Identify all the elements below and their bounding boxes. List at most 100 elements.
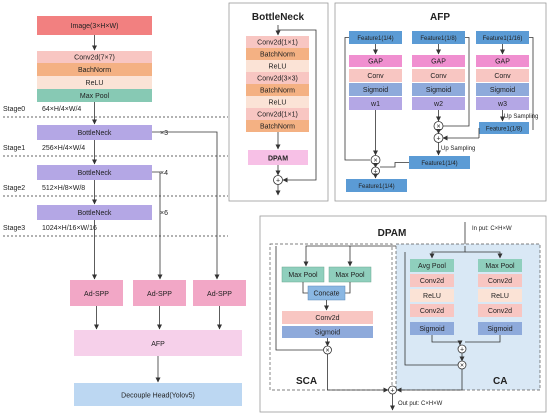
- afp-sigmoid-1: [349, 83, 402, 96]
- afp-feature-1-4-mid: [409, 156, 470, 169]
- afp-sigmoid-2: [412, 83, 465, 96]
- relu-block: [37, 76, 152, 89]
- dpam-input-label: In put: C×H×W: [472, 226, 512, 232]
- ca-avgpool: [410, 259, 454, 272]
- bn-layer-7-label: Conv2d(1×1): [257, 112, 298, 119]
- sca-label: SCA: [296, 376, 317, 387]
- bottleneck-block-1-label: BottleNeck: [78, 130, 112, 137]
- stage3-label: Stage3: [3, 225, 25, 232]
- bn-layer-1-label: Conv2d(1×1): [257, 40, 298, 47]
- afp-w2-label: w2: [433, 101, 443, 108]
- bn-dpam-label: DPAM: [268, 156, 288, 163]
- ca-right-relu: [478, 289, 522, 302]
- bn-layer-2: [246, 48, 309, 60]
- ca-avgpool-label: Avg Pool: [418, 263, 446, 270]
- bottleneck-block-2-label: BottleNeck: [78, 170, 112, 177]
- afp-gap-1: [349, 55, 402, 67]
- bn-add-symbol: +: [276, 178, 280, 185]
- ca-right-sigmoid-label: Sigmoid: [487, 326, 512, 333]
- bottleneck-block-3: [37, 205, 152, 220]
- afp-feature-1-4-out-label: Feature1(1/4): [358, 184, 394, 190]
- bn-layer-3: [246, 60, 309, 72]
- afp-panel: AFP Feature1(1/4) GAP Conv Sigmoid w1 Fe…: [334, 2, 547, 202]
- bottleneck-panel: BottleNeck Conv2d(1×1) BatchNorm ReLU Co…: [228, 2, 329, 202]
- stage2-dims: 512×H/8×W/8: [42, 185, 85, 192]
- ca-left-sigmoid-label: Sigmoid: [419, 326, 444, 333]
- afp-gap-1-label: GAP: [368, 59, 383, 66]
- afp-feature-1-8-up: [479, 122, 529, 134]
- dpam-panel: DPAM In put: C×H×W Max Pool Max Pool Con…: [259, 215, 547, 413]
- image-block: [37, 16, 152, 35]
- afp-conv-3-label: Conv: [494, 73, 511, 80]
- bn-layer-4-label: Conv2d(3×3): [257, 76, 298, 83]
- afp-title: AFP: [430, 12, 450, 23]
- afp-gap-3-label: GAP: [495, 59, 510, 66]
- bn-layer-3-label: ReLU: [269, 64, 287, 71]
- afp-conv-3: [476, 69, 529, 82]
- stage0-label: Stage0: [3, 106, 25, 113]
- afp-w1: [349, 97, 402, 110]
- sca-maxpool-a-label: Max Pool: [288, 272, 318, 279]
- bottleneck-block-2: [37, 165, 152, 180]
- ca-left-conv-a-label: Conv2d: [420, 278, 444, 285]
- sca-sigmoid-label: Sigmoid: [315, 330, 340, 337]
- adspp-block-1: [70, 280, 123, 306]
- bottleneck-block-1: [37, 125, 152, 140]
- decouple-head-label: Decouple Head(Yolov5): [121, 393, 195, 400]
- batchnorm-label: BachNorm: [78, 67, 111, 74]
- afp-w2: [412, 97, 465, 110]
- bn-layer-6: [246, 96, 309, 108]
- afp-conv-1: [349, 69, 402, 82]
- sca-panel: [269, 243, 393, 391]
- sca-mult-symbol: ×: [325, 348, 329, 355]
- bottleneck-block-1-mult: ×3: [160, 130, 168, 137]
- afp-w1-label: w1: [370, 101, 380, 108]
- sca-maxpool-b-label: Max Pool: [335, 272, 365, 279]
- bottleneck-block-3-label: BottleNeck: [78, 210, 112, 217]
- adspp-block-3: [193, 280, 246, 306]
- conv7-block: [37, 51, 152, 63]
- afp-upsampling-1: Up Sampling: [504, 114, 538, 120]
- bn-layer-1: [246, 36, 309, 48]
- bn-layer-8-label: BatchNorm: [260, 124, 295, 131]
- stage0-dims: 64×H/4×W/4: [42, 106, 81, 113]
- afp-w3-label: w3: [497, 101, 507, 108]
- afp-block-label: AFP: [151, 341, 165, 348]
- afp-block: [74, 330, 242, 356]
- afp-sigmoid-2-label: Sigmoid: [426, 87, 451, 94]
- afp-feature-1-4-mid-label: Feature1(1/4): [421, 161, 457, 167]
- ca-left-relu-label: ReLU: [423, 293, 441, 300]
- ca-left-sigmoid: [410, 322, 454, 335]
- bn-layer-8: [246, 120, 309, 132]
- bn-dpam-block: [248, 150, 308, 165]
- afp-add-symbol-1: +: [373, 169, 377, 176]
- dpam-title: DPAM: [378, 228, 407, 239]
- adspp-block-1-label: Ad-SPP: [84, 291, 109, 298]
- afp-sigmoid-3-label: Sigmoid: [490, 87, 515, 94]
- stage1-dims: 256×H/4×W/4: [42, 145, 85, 152]
- bottleneck-block-2-mult: ×4: [160, 170, 168, 177]
- sca-sigmoid: [282, 326, 373, 338]
- ca-right-relu-label: ReLU: [491, 293, 509, 300]
- bn-layer-6-label: ReLU: [269, 100, 287, 107]
- backbone: Image(3×H×W) Conv2d(7×7) BachNorm ReLU M…: [3, 16, 246, 406]
- conv7-label: Conv2d(7×7): [74, 55, 115, 62]
- afp-feature-1-16-label: Feature1(1/16): [483, 36, 523, 42]
- stage3-dims: 1024×H/16×W/16: [42, 225, 97, 232]
- afp-feature-1-8: [412, 31, 465, 44]
- ca-right-conv-a: [478, 274, 522, 287]
- ca-add-symbol: +: [460, 347, 464, 354]
- bn-layer-4: [246, 72, 309, 84]
- ca-maxpool: [478, 259, 522, 272]
- bn-layer-2-label: BatchNorm: [260, 52, 295, 59]
- ca-maxpool-label: Max Pool: [485, 263, 515, 270]
- afp-conv-2: [412, 69, 465, 82]
- maxpool-label: Max Pool: [80, 93, 110, 100]
- bn-layer-7: [246, 108, 309, 120]
- afp-feature-1-4: [349, 31, 402, 44]
- adspp-block-3-label: Ad-SPP: [207, 291, 232, 298]
- adspp-block-2: [133, 280, 186, 306]
- afp-conv-2-label: Conv: [430, 73, 447, 80]
- bn-layer-5: [246, 84, 309, 96]
